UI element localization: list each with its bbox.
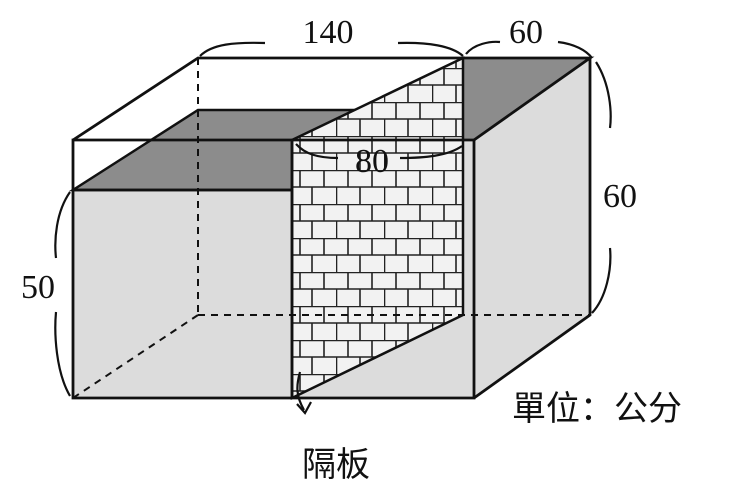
- hidden-edges: [72, 58, 590, 399]
- length-label: 140: [303, 14, 354, 51]
- tank-outline: [71, 56, 595, 400]
- water-height-label: 50: [21, 269, 55, 306]
- dimension-braces: [54, 40, 612, 397]
- left-water-front-face: [73, 190, 292, 398]
- partition-label: 隔板: [302, 445, 370, 485]
- width-label: 60: [509, 14, 543, 51]
- partition-pointer-arrow: [296, 371, 312, 415]
- right-water-side-face: [474, 58, 590, 398]
- height-label: 60: [603, 178, 637, 215]
- unit-label: 單位：公分: [512, 389, 682, 429]
- partition-offset-label: 80: [355, 143, 389, 180]
